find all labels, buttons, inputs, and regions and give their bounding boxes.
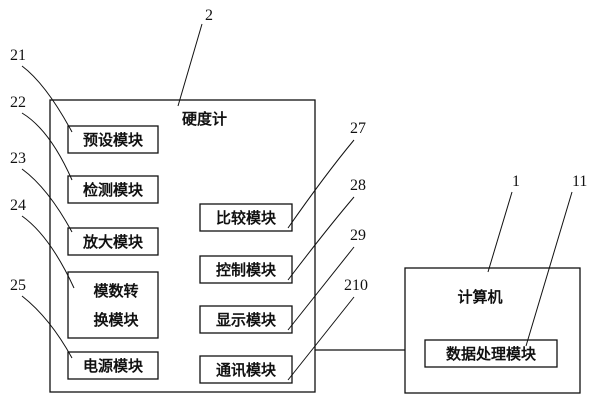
display-module-label: 显示模块 xyxy=(216,311,277,329)
control-module-box xyxy=(199,255,293,284)
display-module-box xyxy=(199,305,293,334)
leader-24 xyxy=(21,215,75,289)
leader-21 xyxy=(21,65,73,133)
hardness-tester-title: 硬度计 xyxy=(182,110,227,128)
power-module-label: 电源模块 xyxy=(83,357,144,375)
adc-module-box xyxy=(67,271,159,339)
power-module-box xyxy=(67,351,159,380)
adc-module-label-line1: 模数转 xyxy=(93,282,138,300)
preset-module-label: 预设模块 xyxy=(83,131,144,149)
leader-1 xyxy=(487,191,513,273)
comm-module-box xyxy=(199,355,293,384)
leader-25 xyxy=(21,295,73,359)
amplify-module-box xyxy=(67,227,159,256)
leader-2 xyxy=(177,23,203,107)
leader-28 xyxy=(287,196,355,281)
adc-module-label-line2: 换模块 xyxy=(93,311,139,329)
ref-23: 23 xyxy=(10,150,26,167)
comm-module-label: 通讯模块 xyxy=(216,361,277,379)
detect-module-label: 检测模块 xyxy=(83,181,144,199)
ref-210: 210 xyxy=(344,277,368,294)
data-processing-module-label: 数据处理模块 xyxy=(446,345,537,363)
detect-module-box xyxy=(67,175,159,204)
ref-25: 25 xyxy=(10,277,26,294)
compare-module-box xyxy=(199,203,293,232)
ref-22: 22 xyxy=(10,94,26,111)
ref-29: 29 xyxy=(350,227,366,244)
data-processing-module-box xyxy=(424,339,558,368)
leader-27 xyxy=(287,139,355,229)
computer-box xyxy=(404,267,581,394)
leader-23 xyxy=(21,168,73,233)
ref-1: 1 xyxy=(512,173,520,190)
ref-27: 27 xyxy=(350,120,366,137)
ref-24: 24 xyxy=(10,197,26,214)
ref-2: 2 xyxy=(205,7,213,24)
ref-28: 28 xyxy=(350,177,366,194)
preset-module-box xyxy=(67,125,159,154)
leader-11 xyxy=(525,191,573,347)
amplify-module-label: 放大模块 xyxy=(82,233,144,251)
leader-22 xyxy=(21,112,73,181)
ref-21: 21 xyxy=(10,47,26,64)
leader-210 xyxy=(287,296,355,381)
control-module-label: 控制模块 xyxy=(216,261,277,279)
leader-29 xyxy=(287,246,355,331)
ref-11: 11 xyxy=(572,173,587,190)
compare-module-label: 比较模块 xyxy=(216,209,277,227)
computer-title: 计算机 xyxy=(457,288,502,306)
